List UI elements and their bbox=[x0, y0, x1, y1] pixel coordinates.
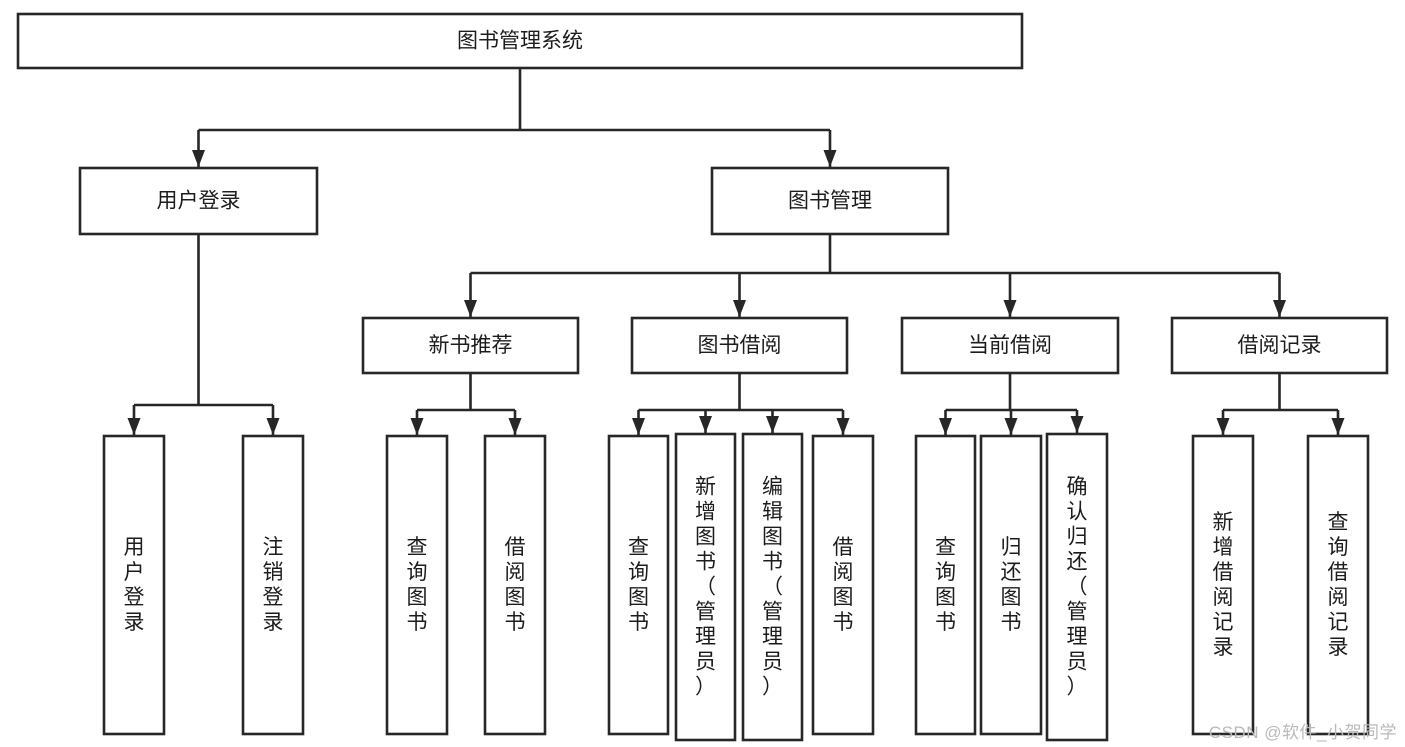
leaf-node-leaf-borrow-book-2[interactable]: 借阅图书 bbox=[811, 434, 875, 736]
arrow-head-icon bbox=[1004, 418, 1018, 435]
node-label: 新增借阅记录 bbox=[1213, 511, 1234, 659]
node-box[interactable] bbox=[241, 434, 305, 736]
node-label: 新书推荐 bbox=[429, 334, 513, 357]
arrow-head-icon bbox=[266, 418, 280, 435]
leaf-node-leaf-add-record[interactable]: 新增借阅记录 bbox=[1191, 434, 1255, 736]
node-label: 当前借阅 bbox=[968, 334, 1052, 357]
arrow-head-icon bbox=[1216, 418, 1230, 435]
leaf-node-leaf-user-logout[interactable]: 注销登录 bbox=[241, 434, 305, 736]
node-label: 用户登录 bbox=[157, 190, 241, 213]
node-box[interactable] bbox=[16, 12, 1024, 70]
arrow-head-icon bbox=[699, 416, 712, 433]
node-box[interactable] bbox=[102, 434, 166, 736]
level2-node-book-manage[interactable]: 图书管理 bbox=[710, 166, 950, 236]
node-box[interactable] bbox=[811, 434, 875, 736]
arrow-head-icon bbox=[1003, 300, 1017, 317]
node-box[interactable] bbox=[900, 316, 1120, 375]
leaf-node-leaf-query-book-3[interactable]: 查询图书 bbox=[914, 434, 977, 736]
level3-node-current-borrow[interactable]: 当前借阅 bbox=[900, 316, 1120, 375]
node-label: 图书借阅 bbox=[698, 334, 782, 357]
node-box[interactable] bbox=[1191, 434, 1255, 736]
node-box[interactable] bbox=[630, 316, 849, 375]
leaf-node-leaf-query-record[interactable]: 查询借阅记录 bbox=[1306, 434, 1370, 736]
node-box[interactable] bbox=[78, 166, 319, 236]
leaf-node-leaf-add-book[interactable]: 新增图书（管理员） bbox=[674, 432, 737, 742]
arrow-head-icon bbox=[1070, 416, 1084, 433]
node-label: 新增图书（管理员） bbox=[695, 476, 716, 699]
leaf-node-leaf-edit-book[interactable]: 编辑图书（管理员） bbox=[741, 432, 804, 742]
leaf-node-leaf-query-book-1[interactable]: 查询图书 bbox=[385, 434, 449, 736]
arrow-head-icon bbox=[1331, 418, 1345, 435]
node-label: 借阅图书 bbox=[833, 536, 854, 634]
level3-node-book-borrow[interactable]: 图书借阅 bbox=[630, 316, 849, 375]
leaf-node-leaf-query-book-2[interactable]: 查询图书 bbox=[607, 434, 670, 736]
level3-node-new-book-recommend[interactable]: 新书推荐 bbox=[361, 316, 580, 375]
node-label: 图书管理系统 bbox=[457, 30, 583, 53]
leaf-node-leaf-return-book[interactable]: 归还图书 bbox=[979, 434, 1043, 736]
arrow-head-icon bbox=[410, 418, 424, 435]
arrow-head-icon bbox=[836, 418, 850, 435]
arrow-head-icon bbox=[508, 418, 522, 435]
node-label: 查询图书 bbox=[628, 536, 649, 634]
level2-node-user-login[interactable]: 用户登录 bbox=[78, 166, 319, 236]
arrow-head-icon bbox=[127, 418, 141, 435]
node-label: 编辑图书（管理员） bbox=[762, 476, 783, 699]
node-label: 查询图书 bbox=[935, 536, 956, 634]
leaf-node-leaf-user-login[interactable]: 用户登录 bbox=[102, 434, 166, 736]
node-box[interactable] bbox=[361, 316, 580, 375]
level3-node-borrow-record[interactable]: 借阅记录 bbox=[1170, 316, 1389, 375]
arrow-head-icon bbox=[823, 150, 837, 167]
node-box[interactable] bbox=[741, 432, 804, 742]
connector-layer bbox=[127, 68, 1345, 435]
node-box[interactable] bbox=[979, 434, 1043, 736]
node-label: 查询借阅记录 bbox=[1328, 511, 1349, 659]
leaf-node-leaf-confirm-return[interactable]: 确认归还（管理员） bbox=[1045, 432, 1109, 742]
arrow-head-icon bbox=[632, 418, 645, 435]
node-label: 确认归还（管理员） bbox=[1067, 476, 1088, 699]
node-box[interactable] bbox=[1306, 434, 1370, 736]
arrow-head-icon bbox=[192, 150, 205, 167]
node-box[interactable] bbox=[483, 434, 547, 736]
node-box[interactable] bbox=[674, 432, 737, 742]
node-label: 注销登录 bbox=[263, 536, 284, 634]
node-label: 查询图书 bbox=[407, 536, 428, 634]
node-layer: 图书管理系统用户登录图书管理新书推荐图书借阅当前借阅借阅记录用户登录注销登录查询… bbox=[16, 12, 1389, 742]
arrow-head-icon bbox=[939, 418, 952, 435]
leaf-node-leaf-borrow-book-1[interactable]: 借阅图书 bbox=[483, 434, 547, 736]
node-label: 用户登录 bbox=[124, 536, 145, 634]
arrow-head-icon bbox=[766, 416, 779, 433]
node-label: 借阅记录 bbox=[1238, 334, 1322, 357]
arrow-head-icon bbox=[1273, 300, 1286, 317]
node-box[interactable] bbox=[607, 434, 670, 736]
node-box[interactable] bbox=[1045, 432, 1109, 742]
arrow-head-icon bbox=[464, 300, 477, 317]
csdn-watermark: CSDN @软件_小贺同学 bbox=[1208, 723, 1397, 742]
node-box[interactable] bbox=[385, 434, 449, 736]
arrow-head-icon bbox=[733, 300, 746, 317]
node-label: 借阅图书 bbox=[505, 536, 526, 634]
root-node[interactable]: 图书管理系统 bbox=[16, 12, 1024, 70]
node-box[interactable] bbox=[1170, 316, 1389, 375]
node-box[interactable] bbox=[914, 434, 977, 736]
node-label: 图书管理 bbox=[788, 190, 872, 213]
node-label: 归还图书 bbox=[1001, 536, 1022, 634]
node-box[interactable] bbox=[710, 166, 950, 236]
